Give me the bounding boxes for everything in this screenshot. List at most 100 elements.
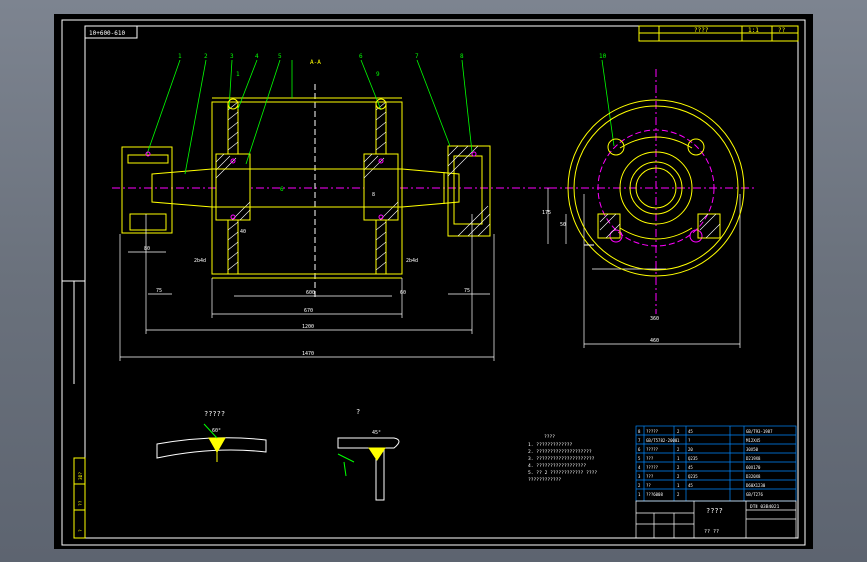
bom-r4-spec: D219X8	[746, 456, 761, 461]
balloon-1: 1	[178, 53, 182, 60]
bom-r3-no: 6	[638, 447, 641, 452]
bearing-housing-left	[121, 146, 173, 234]
side-label-2: ??	[78, 500, 84, 506]
bom-r3-qty: 2	[677, 447, 680, 452]
bom-r2-mat: ?	[688, 438, 691, 443]
cad-viewport[interactable]: 10+600-610 ???? 1:1 ?? A-A 1 2 3 4 5 6 7…	[54, 14, 813, 549]
title-block-top	[638, 25, 799, 42]
weld-label-left: 2b4d	[194, 258, 206, 264]
bom-r7-spec: D60X1230	[746, 483, 766, 488]
notes-title: ????	[544, 434, 555, 440]
dim-360: 360	[650, 316, 659, 322]
detail-angle-left: 60°	[212, 428, 221, 434]
bom-r5-name: ?????	[646, 465, 659, 470]
balloon-6: 6	[359, 53, 363, 60]
bom-r1-mat: 45	[688, 429, 693, 434]
side-label-1: 3D?	[78, 472, 84, 480]
bom-r2-no: 7	[638, 438, 641, 443]
dim-1200: 1200	[302, 324, 314, 330]
bom-r7-qty: 1	[677, 483, 680, 488]
bom-r8-name: ???6008	[646, 492, 663, 497]
dim-8: 8	[372, 192, 375, 198]
note-6: ????????????	[528, 477, 561, 483]
balloon-2: 2	[204, 53, 208, 60]
side-label-3: ?	[78, 529, 84, 532]
balloon-9: 9	[376, 71, 380, 78]
bom-r1-no: 8	[638, 429, 641, 434]
title-top-1: ????	[694, 27, 709, 34]
bom-r3-spec: 30X50	[746, 447, 759, 452]
dimension-lines	[119, 188, 741, 361]
bom-r2-qty: 1	[677, 438, 680, 443]
bom-r5-spec: 60X170	[746, 465, 761, 470]
bom-r1-name: ?????	[646, 429, 659, 434]
drum-body	[211, 97, 403, 279]
sheet-outer-border	[61, 19, 806, 546]
detail-caption-left: ?????	[204, 410, 225, 418]
bom-r2-name: GB/T5782-2000	[646, 438, 678, 443]
center-lines	[112, 69, 754, 314]
bom-r6-no: 3	[638, 474, 641, 479]
sheet-inner-border	[84, 25, 799, 539]
balloon-7: 7	[415, 53, 419, 60]
code-stamp-box	[84, 25, 138, 39]
right-housing-hatch	[447, 145, 491, 237]
balloon-12: 6	[280, 186, 284, 193]
weld-label-right: 2b4d	[406, 258, 418, 264]
dim-50: 50	[560, 222, 566, 228]
note-1: 1. ?????????????	[528, 442, 572, 448]
bom-r3-name: ?????	[646, 447, 659, 452]
title-block-sub: ?? ??	[704, 529, 719, 535]
title-block-name: ????	[706, 507, 723, 515]
note-3: 3. ?????????????????????	[528, 456, 595, 462]
balloon-8: 8	[460, 53, 464, 60]
bolt-marks	[145, 151, 477, 220]
end-plate-left	[215, 101, 251, 275]
dim-80: 80	[144, 246, 150, 252]
bom-r7-name: ??	[646, 483, 651, 488]
bom-r4-qty: 1	[677, 456, 680, 461]
balloon-10: 10	[599, 53, 607, 60]
engineering-drawing: 10+600-610 ???? 1:1 ?? A-A 1 2 3 4 5 6 7…	[61, 19, 806, 546]
bom-r3-mat: 20	[688, 447, 693, 452]
title-block-code: DTⅡ 03B4021	[750, 504, 780, 510]
bom-r5-mat: 45	[688, 465, 693, 470]
dim-460: 460	[650, 338, 659, 344]
note-4: 4. ??????????????????	[528, 463, 586, 469]
dim-670: 670	[304, 308, 313, 314]
balloon-3: 3	[230, 53, 234, 60]
bom-r1-qty: 2	[677, 429, 680, 434]
bom-r4-mat: Q235	[688, 456, 698, 461]
weld-detail-right	[337, 437, 400, 501]
detail-angle-right: 45°	[372, 430, 381, 436]
bom-r2-spec: M12X45	[746, 438, 761, 443]
bom-r1-spec: GB/T93-1987	[746, 429, 773, 434]
balloon-4: 4	[255, 53, 259, 60]
weld-marks	[227, 98, 387, 110]
bom-r8-spec: GB/T276	[746, 492, 763, 497]
dim-60: 60	[400, 290, 406, 296]
dim-75-right: 75	[464, 288, 470, 294]
bom-r5-qty: 2	[677, 465, 680, 470]
section-tag: A-A	[310, 59, 321, 66]
title-top-3: ??	[778, 27, 786, 34]
dim-600: 600	[306, 290, 315, 296]
code-stamp: 10+600-610	[89, 30, 126, 37]
note-5: 5. ?? 2 ???????????? ????	[528, 470, 597, 476]
bom-r4-no: 5	[638, 456, 641, 461]
note-2: 2. ????????????????????	[528, 449, 592, 455]
dim-75-left: 75	[156, 288, 162, 294]
bom-r6-qty: 2	[677, 474, 680, 479]
side-view	[567, 99, 745, 277]
end-plate-right	[363, 101, 399, 275]
bom-r8-qty: 2	[677, 492, 680, 497]
bom-r6-name: ???	[646, 474, 654, 479]
balloon-5: 5	[278, 53, 282, 60]
bom-r6-spec: D320X8	[746, 474, 761, 479]
weld-detail-left	[156, 423, 267, 462]
title-top-2: 1:1	[748, 27, 759, 34]
bom-r7-mat: 45	[688, 483, 693, 488]
dim-1470: 1470	[302, 351, 314, 357]
leader-lines	[146, 59, 615, 175]
dim-40: 40	[240, 229, 246, 235]
